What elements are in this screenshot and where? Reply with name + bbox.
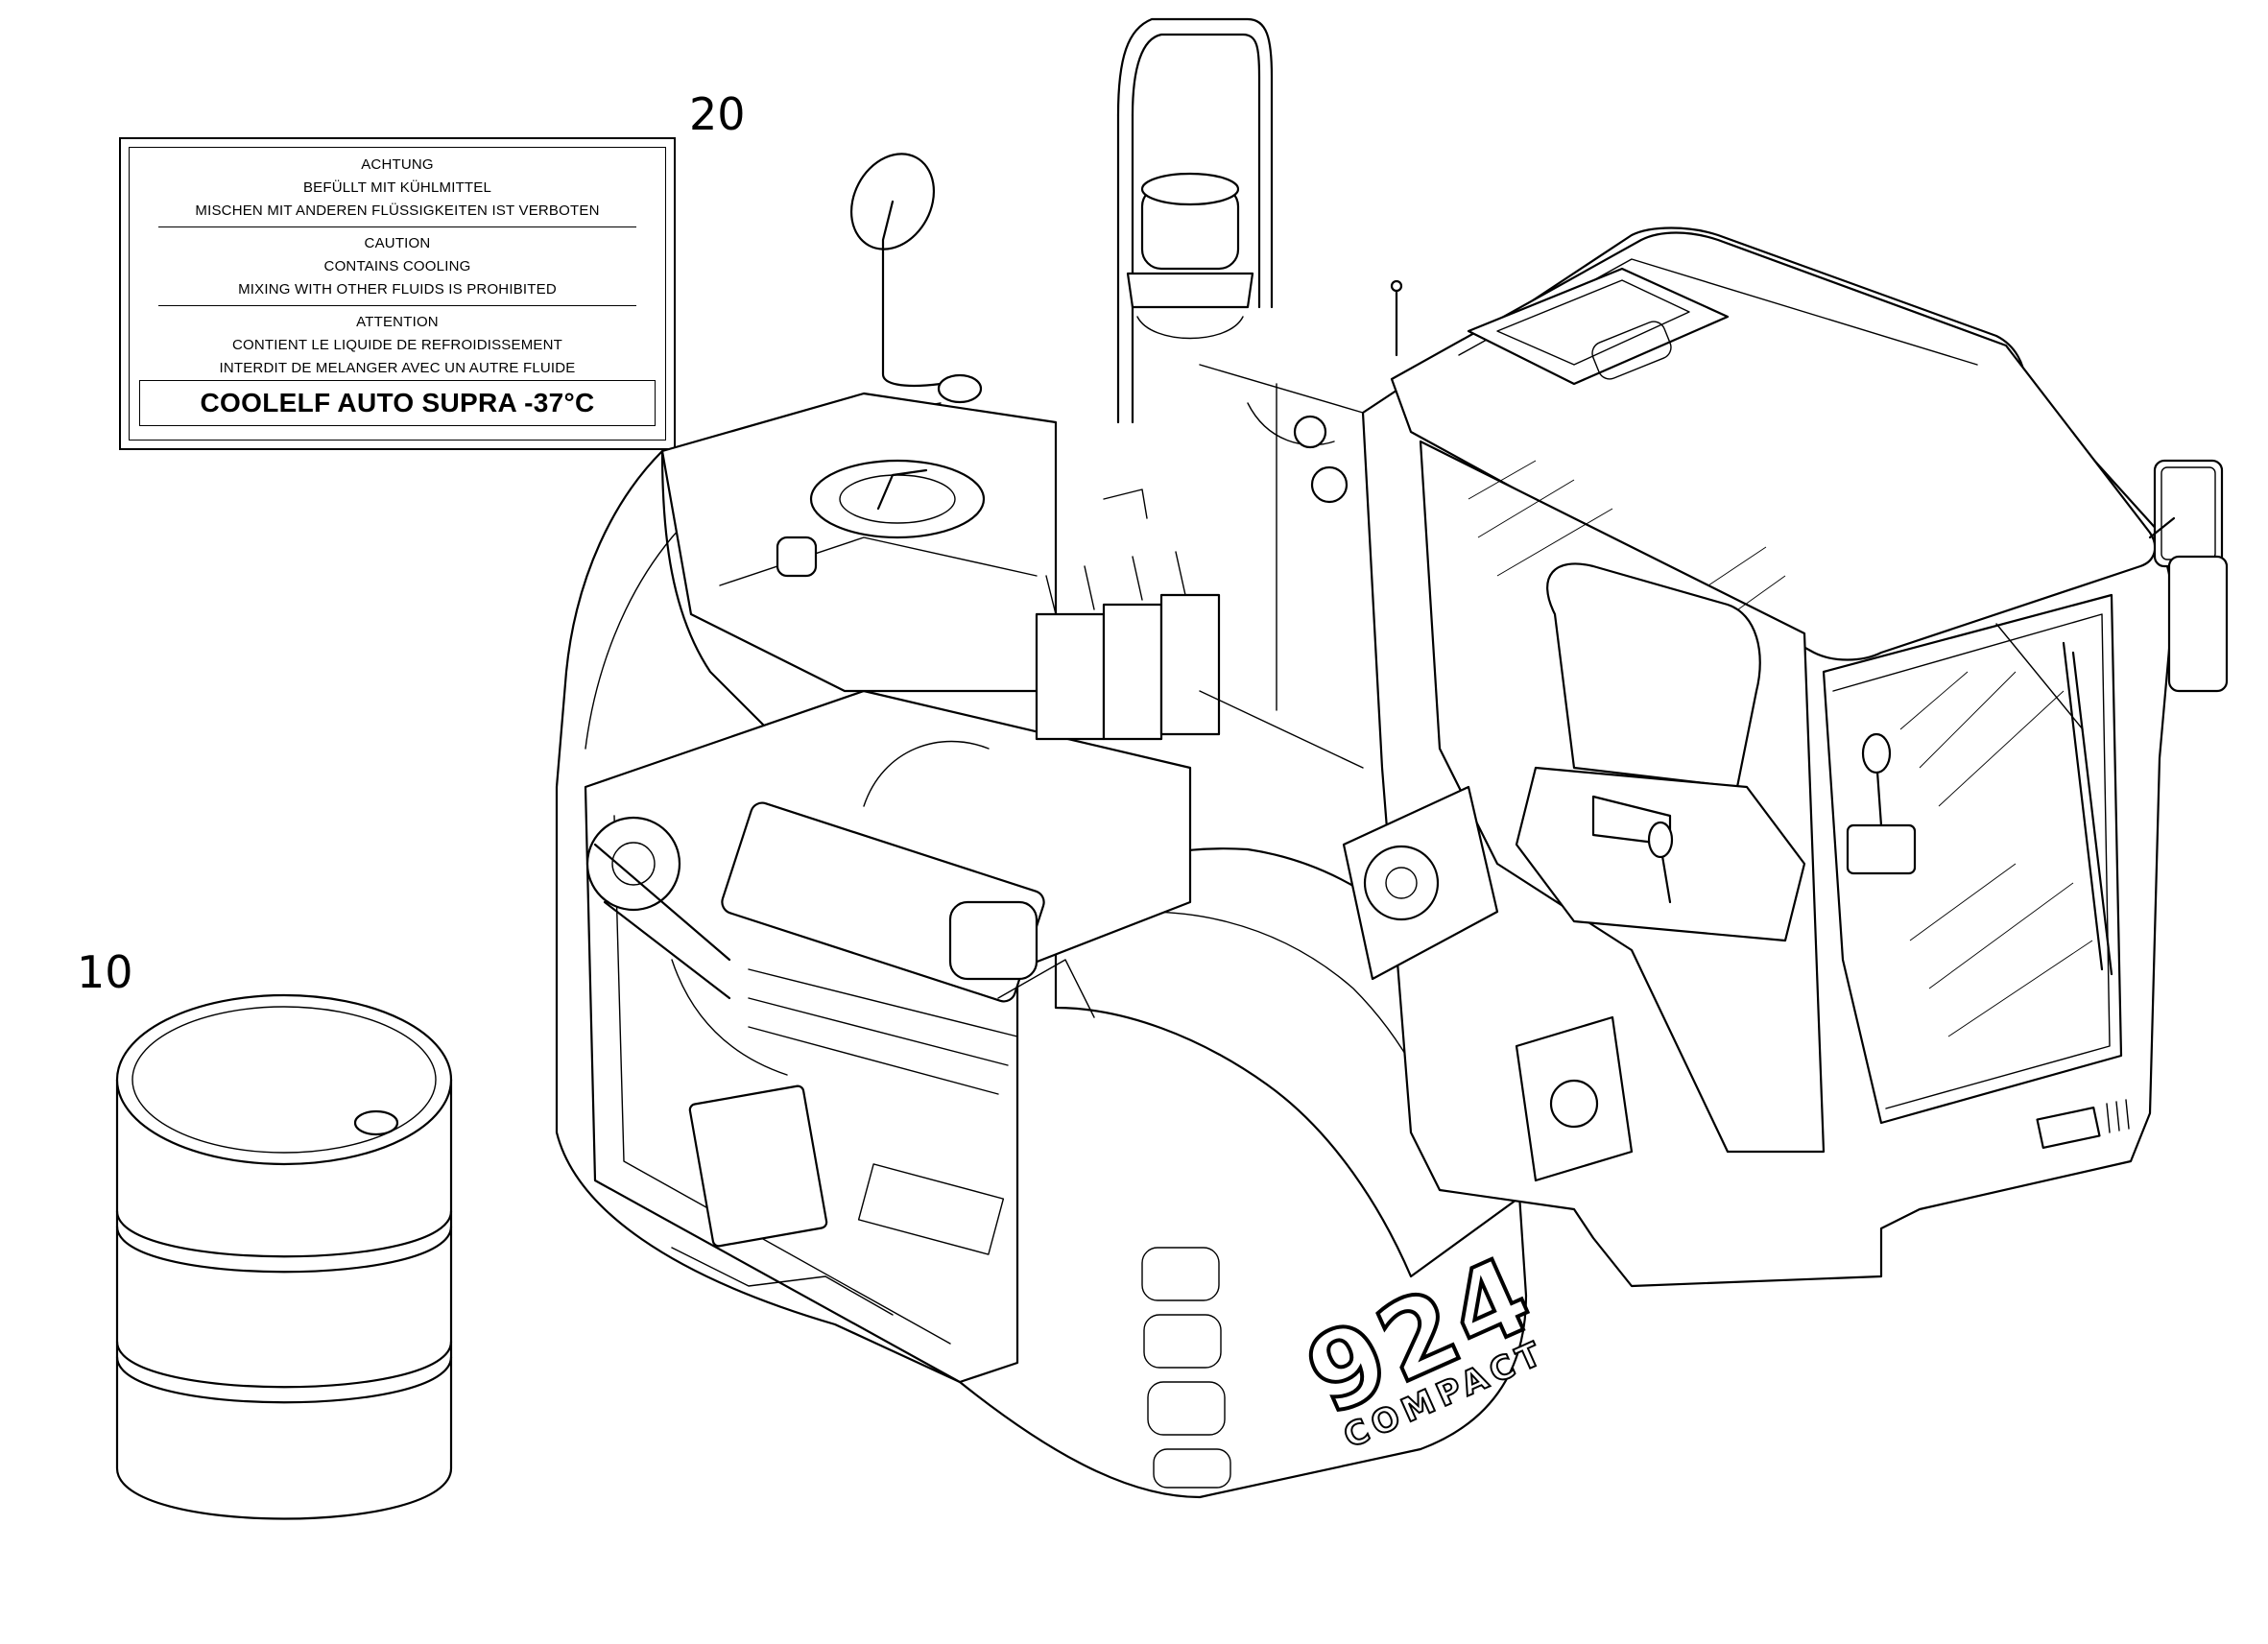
joystick [1647, 732, 1917, 904]
label-en-heading: CAUTION [364, 235, 431, 251]
callout-20: 20 [689, 88, 746, 140]
air-filter [948, 900, 1039, 981]
label-fr-line2: INTERDIT DE MELANGER AVEC UN AUTRE FLUID… [219, 360, 576, 376]
beacon [1126, 172, 1254, 340]
control-valve [1035, 488, 1221, 741]
boom-pivot [1342, 785, 1634, 1182]
drum-bung [353, 1109, 399, 1136]
excavator: 924 COMPACT [555, 17, 2229, 1499]
label-product-name: COOLELF AUTO SUPRA -37°C [139, 380, 656, 426]
fan-pulley [585, 816, 681, 912]
wiper [2062, 641, 2104, 971]
label-de-line2: MISCHEN MIT ANDEREN FLÜSSIGKEITEN IST VE… [195, 203, 600, 219]
callout-10: 10 [77, 946, 133, 998]
engine [585, 740, 1095, 1316]
label-divider [158, 226, 636, 227]
coolant-warning-label: ACHTUNG BEFÜLLT MIT KÜHLMITTEL MISCHEN M… [119, 137, 676, 450]
label-divider [158, 305, 636, 306]
label-fr-heading: ATTENTION [356, 314, 439, 330]
knob [776, 536, 818, 578]
label-fr-line1: CONTIENT LE LIQUIDE DE REFROIDISSEMENT [231, 337, 563, 353]
right-mirror [2148, 459, 2229, 693]
label-de-heading: ACHTUNG [361, 156, 434, 173]
glass-hatching [1468, 460, 2093, 1037]
label-french-section: ATTENTION CONTIENT LE LIQUIDE DE REFROID… [158, 311, 636, 380]
step-plate [2036, 1106, 2101, 1150]
label-german-section: ACHTUNG BEFÜLLT MIT KÜHLMITTEL MISCHEN M… [158, 154, 636, 223]
hood-vents [1141, 1247, 1231, 1489]
coolant-drum [115, 993, 453, 1520]
handrail [1116, 17, 1274, 309]
label-inner-frame: ACHTUNG BEFÜLLT MIT KÜHLMITTEL MISCHEN M… [129, 147, 666, 441]
label-en-line1: CONTAINS COOLING [323, 258, 471, 274]
front-window [1822, 593, 2123, 1125]
left-mirror [849, 153, 983, 404]
label-en-line2: MIXING WITH OTHER FLUIDS IS PROHIBITED [238, 281, 557, 298]
roof-hatch [1467, 267, 1730, 386]
label-de-line1: BEFÜLLT MIT KÜHLMITTEL [302, 179, 492, 196]
fuel-tank-cap [809, 459, 986, 539]
label-english-section: CAUTION CONTAINS COOLING MIXING WITH OTH… [158, 232, 636, 301]
